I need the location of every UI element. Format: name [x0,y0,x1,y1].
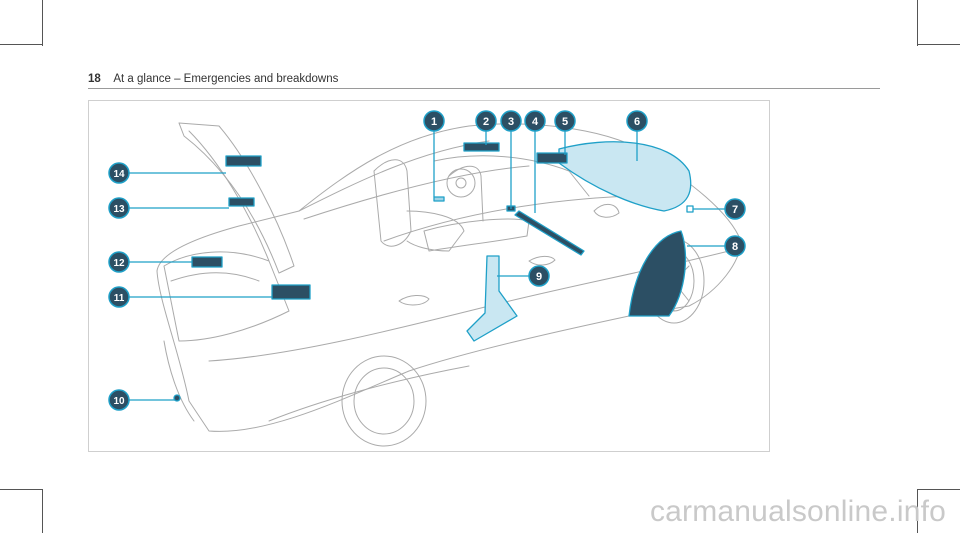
svg-text:1: 1 [431,116,437,128]
callout-11: 11 [108,286,130,308]
svg-text:3: 3 [508,116,514,128]
svg-text:11: 11 [114,293,125,304]
callout-14: 14 [108,162,130,184]
svg-text:4: 4 [532,116,539,128]
svg-text:6: 6 [634,116,640,128]
page-number: 18 [88,73,101,85]
callout-8: 8 [724,235,746,257]
callout-5: 5 [554,110,576,132]
car-illustration: 1 2 3 4 5 6 7 8 9 10 11 12 13 14 [108,110,746,447]
svg-text:5: 5 [562,116,568,128]
svg-text:12: 12 [113,258,125,269]
svg-text:13: 13 [113,204,125,215]
vehicle-overview-figure: 1 2 3 4 5 6 7 8 9 10 11 12 13 14 [88,100,770,452]
callout-13: 13 [108,197,130,219]
svg-text:10: 10 [113,396,125,407]
header-rule [88,88,880,89]
callout-1: 1 [423,110,445,132]
svg-text:9: 9 [536,271,542,283]
callout-7: 7 [724,198,746,220]
svg-text:14: 14 [113,169,125,180]
svg-text:8: 8 [732,241,738,253]
callout-badges: 1 2 3 4 5 6 7 8 9 10 11 12 13 14 [108,110,746,411]
callout-4: 4 [524,110,546,132]
watermark: carmanualsonline.info [649,495,946,528]
svg-text:7: 7 [732,204,738,216]
callout-10: 10 [108,389,130,411]
page-header: 18 At a glance – Emergencies and breakdo… [88,73,338,85]
svg-text:2: 2 [483,116,489,128]
section-title: At a glance – Emergencies and breakdowns [113,73,339,85]
callout-9: 9 [528,265,550,287]
callout-6: 6 [626,110,648,132]
callout-12: 12 [108,251,130,273]
callout-3: 3 [500,110,522,132]
callout-2: 2 [475,110,497,132]
